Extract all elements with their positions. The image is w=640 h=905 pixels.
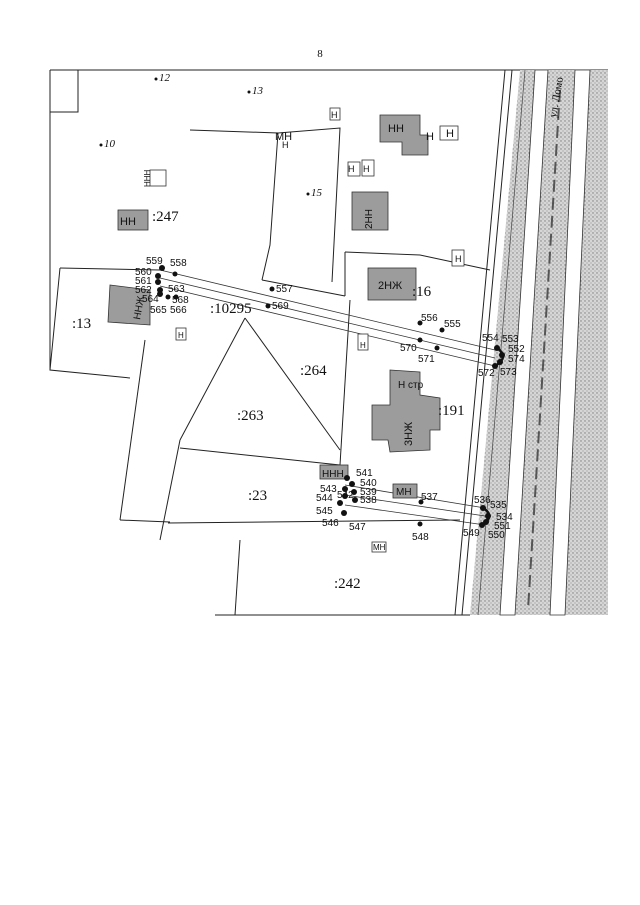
building-label: Н [348,164,355,174]
point-label: 549 [463,528,480,539]
page-number: 8 [317,48,323,60]
building-label: МН [373,543,386,552]
point-label: 571 [418,354,435,365]
plot-label: :264 [300,363,327,379]
point-label: 566 [170,305,187,316]
building-label: Н [446,128,454,140]
point-label: 553 [502,334,519,345]
building-label: МН [275,131,292,143]
point-label: 556 [421,313,438,324]
point-label: 550 [488,530,505,541]
plot-label: :191 [438,403,465,419]
point-label: 563 [168,284,185,295]
plot-label: :16 [412,284,432,300]
building-label: ННЖ [132,295,147,321]
building-label: Н стр [398,380,424,391]
corridor-lines [159,269,496,526]
point-label: 538 [360,495,377,506]
point-label: 554 [482,333,499,344]
building-labels: НН Н МН Н НН Н Н 2НН Н Н 2НЖ ННН ННЖ Н Н… [120,110,462,552]
building-label: ННН [143,169,152,187]
building-label: 2НН [364,209,375,229]
point-label: 555 [444,319,461,330]
plot-boundaries [49,70,491,616]
building-label: Н [363,164,370,174]
point-label: 564 [142,294,159,305]
point-label: 562 [135,285,152,296]
plot-label: :263 [237,408,264,424]
point-label: 548 [412,532,429,543]
point-label: 540 [360,478,377,489]
point-label: 543 [320,484,337,495]
building-label: НН [120,216,136,228]
point-label: 570 [400,343,417,354]
plot-label: :10295 [210,301,252,317]
point-label: 542 [337,490,354,501]
plot-label: :247 [152,209,179,225]
house-numbers: 12 13 10 15 [99,72,323,199]
point-label: 552 [508,344,525,355]
point-label: 573 [500,367,517,378]
building-label: Н [178,331,184,340]
building-label: 2НЖ [378,280,402,292]
point-label: 547 [349,522,366,533]
plot-label: :23 [248,488,267,504]
point-label: 551 [494,521,511,532]
plot-labels: :247 :13 :10295 :16 :264 :263 :191 :23 :… [72,209,465,592]
point-label: 545 [316,506,333,517]
building-label: Н [426,131,434,143]
map-frame [49,69,608,370]
plot-label: :13 [72,316,91,332]
building-label: 3НЖ [403,422,415,446]
building-label: Н [282,140,289,150]
point-label: 546 [322,518,339,529]
building-label: Н [455,254,462,264]
point-label: 558 [170,258,187,269]
building-label: МН [396,487,412,498]
house-number: 15 [311,187,323,199]
point-label: 559 [146,256,163,267]
buildings [107,107,465,553]
point-label: 536 [474,495,491,506]
building-label: Н [360,341,366,350]
point-label: 561 [135,276,152,287]
building-label: НН [388,123,404,135]
point-label: 572 [478,368,495,379]
house-number: 10 [104,138,116,150]
building-label: Н [331,110,338,120]
house-number: 12 [159,72,171,84]
point-labels: 559 558 560 561 562 563 564 568 565 566 … [135,256,525,543]
point-label: 544 [316,493,333,504]
point-label: 565 [150,305,167,316]
point-label: 535 [490,500,507,511]
house-number: 13 [252,85,264,97]
point-label: 574 [508,354,525,365]
point-label: 560 [135,267,152,278]
point-label: 539 [360,487,377,498]
point-label: 557 [276,284,293,295]
point-label: 534 [496,512,513,523]
building-label: ННН [322,469,344,480]
point-label: 537 [421,492,438,503]
point-label: 569 [272,301,289,312]
point-label: 568 [172,295,189,306]
plot-label: :242 [334,576,361,592]
point-label: 541 [356,468,373,479]
